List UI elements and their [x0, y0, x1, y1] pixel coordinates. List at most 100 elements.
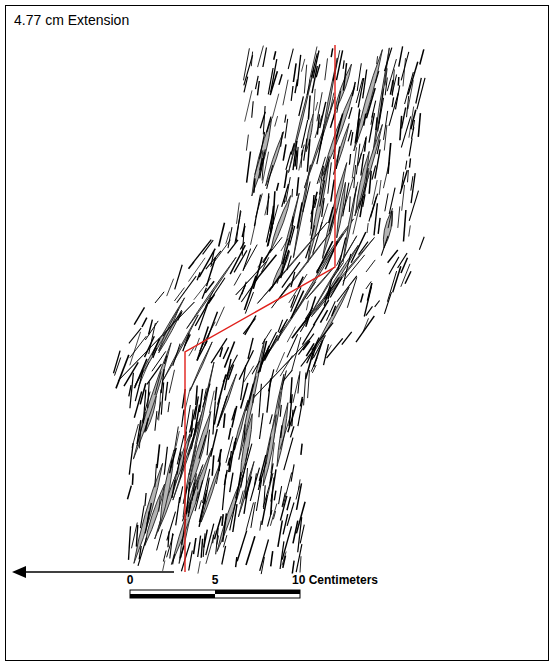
fracture-stroke	[411, 173, 415, 203]
fracture-stroke	[293, 63, 296, 82]
graben-lens	[354, 50, 383, 151]
fracture-stroke	[259, 384, 262, 417]
fracture-stroke	[291, 464, 294, 481]
fracture-stroke	[313, 335, 325, 358]
scale-label: 10 Centimeters	[292, 573, 378, 587]
fracture-stroke	[343, 255, 365, 281]
fracture-stroke	[361, 294, 364, 303]
fracture-stroke	[417, 78, 425, 110]
fracture-stroke	[274, 491, 276, 501]
fracture-stroke	[300, 556, 301, 572]
fracture-stroke	[388, 143, 391, 174]
fracture-stroke	[181, 542, 190, 571]
fracture-stroke	[138, 537, 147, 566]
fracture-stroke	[379, 180, 381, 195]
fracture-stroke	[283, 144, 286, 160]
fracture-stroke	[159, 390, 161, 421]
fracture-stroke	[330, 277, 342, 297]
fracture-stroke	[129, 526, 131, 560]
fracture-stroke	[311, 195, 314, 229]
fracture-stroke	[172, 480, 175, 498]
fracture-stroke	[280, 259, 284, 276]
fracture-stroke	[292, 410, 293, 427]
fracture-stroke	[241, 383, 248, 409]
fracture-stroke	[355, 110, 360, 143]
fracture-stroke	[343, 254, 351, 286]
fracture-stroke	[241, 463, 246, 488]
fracture-stroke	[349, 196, 351, 212]
fracture-stroke	[337, 50, 343, 80]
fracture-stroke	[199, 249, 215, 278]
scale-bar	[130, 590, 300, 598]
fracture-stroke	[275, 116, 278, 126]
fracture-stroke	[267, 117, 271, 133]
fracture-stroke	[270, 414, 273, 424]
fracture-stroke	[115, 358, 121, 376]
fracture-stroke	[409, 107, 414, 138]
fracture-stroke	[337, 91, 341, 113]
fracture-stroke	[299, 150, 303, 170]
fracture-stroke	[270, 237, 283, 253]
fracture-stroke	[260, 341, 267, 372]
fracture-stroke	[323, 156, 330, 181]
fracture-stroke	[251, 502, 255, 528]
fracture-stroke	[157, 444, 160, 468]
fracture-stroke	[228, 458, 230, 466]
fracture-stroke	[308, 96, 310, 120]
fracture-stroke	[230, 442, 235, 472]
fracture-stroke	[175, 265, 183, 290]
fracture-stroke	[159, 495, 161, 511]
fracture-stroke	[381, 236, 388, 256]
fracture-stroke	[313, 300, 328, 325]
fracture-stroke	[288, 49, 293, 69]
fracture-stroke	[301, 444, 302, 455]
fracture-stroke	[195, 480, 203, 511]
graben-lens	[296, 234, 343, 312]
fracture-stroke	[291, 86, 293, 101]
fracture-stroke	[258, 46, 264, 68]
fracture-stroke	[189, 262, 194, 269]
fracture-stroke	[384, 292, 391, 314]
fracture-stroke	[369, 113, 375, 143]
fracture-stroke	[211, 429, 218, 457]
fracture-stroke	[163, 561, 165, 571]
fracture-stroke	[167, 512, 176, 541]
fracture-stroke	[247, 152, 251, 183]
fracture-stroke	[292, 189, 294, 197]
fracture-stroke	[267, 223, 273, 246]
fracture-stroke	[313, 89, 315, 115]
fracture-stroke	[250, 468, 259, 501]
offset-line	[185, 45, 335, 572]
fracture-stroke	[198, 536, 201, 557]
fracture-stroke	[199, 435, 206, 459]
fracture-stroke	[155, 411, 157, 431]
fracture-stroke	[203, 384, 211, 408]
graben-lens	[118, 302, 194, 381]
fracture-stroke	[315, 199, 317, 208]
fracture-stroke	[281, 425, 282, 438]
fracture-stroke	[217, 536, 219, 545]
fracture-stroke	[164, 356, 166, 364]
fracture-stroke	[402, 185, 405, 211]
fracture-stroke	[387, 59, 396, 91]
fracture-stroke	[330, 93, 334, 110]
fracture-stroke	[271, 283, 290, 308]
fracture-stroke	[280, 356, 292, 377]
fracture-stroke	[245, 316, 256, 335]
fracture-stroke	[336, 114, 342, 139]
fracture-stroke	[283, 514, 288, 534]
fracture-stroke	[130, 373, 134, 409]
fracture-stroke	[343, 63, 346, 90]
fracture-stroke	[272, 94, 279, 119]
fracture-stroke	[313, 51, 319, 79]
fracture-stroke	[356, 316, 374, 342]
fracture-stroke	[366, 260, 375, 272]
fracture-stroke	[402, 108, 406, 129]
fracture-stroke	[142, 318, 147, 327]
fracture-stroke	[260, 540, 269, 571]
fracture-stroke	[194, 538, 196, 554]
fracture-stroke	[218, 449, 222, 462]
fracture-stroke	[302, 120, 308, 148]
fracture-stroke	[233, 504, 237, 532]
fracture-stroke	[298, 334, 314, 355]
